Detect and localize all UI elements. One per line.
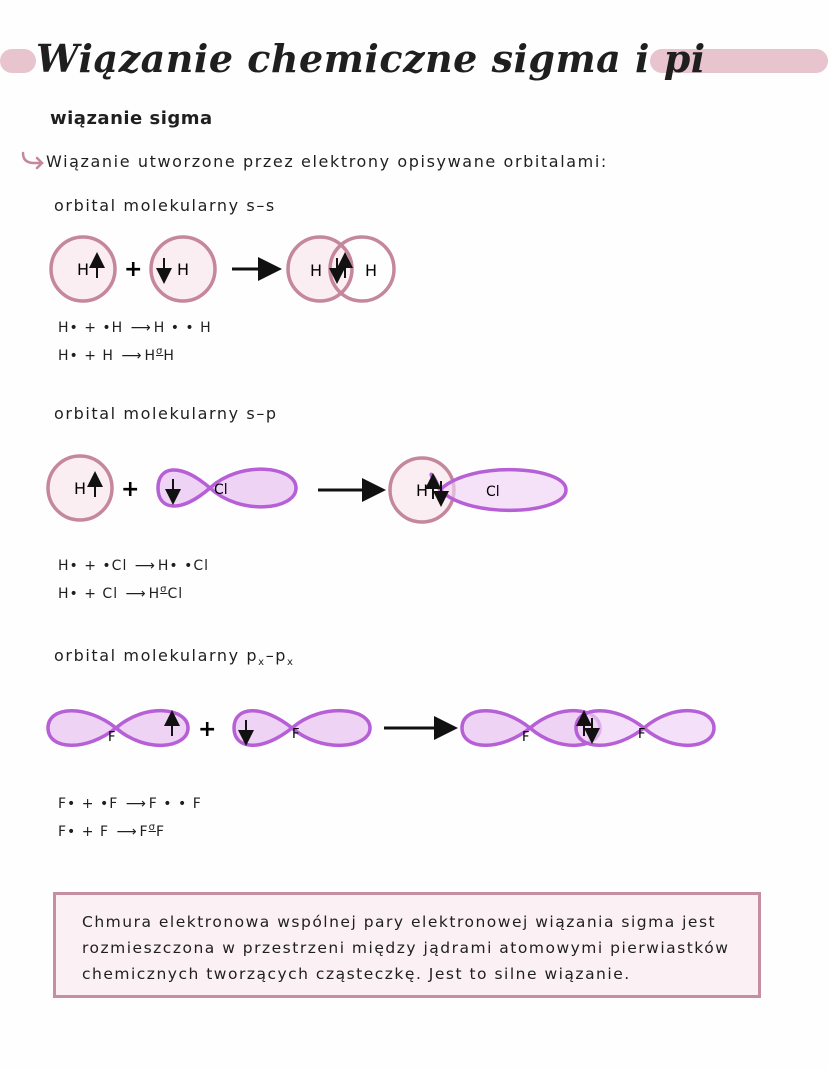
equation-ss-1: H• + •H ⟶H • • H [58,320,212,336]
equation-ss-2: H• + H ⟶HσH [58,346,175,364]
equation-pp-2: F• + F ⟶FσF [58,822,165,840]
p-orbital-cl [156,467,298,509]
section-heading-pp: orbital molekularny px–px [54,646,295,669]
atom-cl-label: Cl [214,482,228,498]
plus-sign: + [124,257,142,282]
equation-sp-1: H• + •Cl ⟶H• •Cl [58,558,210,574]
atom-h-label: H [416,481,428,500]
p-orbital-f1 [46,708,190,748]
diagram-pp: F + F F F [46,708,716,748]
atom-cl-label: Cl [486,484,500,500]
intro-text: Wiązanie utworzone przez elektrony opisy… [46,152,608,171]
equation-sp-2: H• + Cl ⟶HσCl [58,584,184,602]
title-bar-left [0,49,36,73]
diagram-sp: H + Cl H Cl [46,454,568,524]
page-title: Wiązanie chemiczne sigma i pi [36,36,706,81]
atom-f-label: F [522,730,529,745]
curved-arrow-icon [21,151,44,170]
section-heading-ss: orbital molekularny s–s [54,196,276,215]
title-bar-right [650,49,828,73]
atom-h-label: H [365,261,377,280]
plus-sign: + [121,477,139,502]
atom-h-label: H [74,479,86,498]
plus-sign: + [198,717,216,742]
equation-pp-1: F• + •F ⟶F • • F [58,796,202,812]
summary-note-text: Chmura elektronowa wspólnej pary elektro… [82,913,730,983]
atom-h-label: H [77,260,89,279]
section-subtitle: wiązanie sigma [50,108,213,129]
s-orbital-h2 [149,235,217,303]
diagram-ss: H + H H H [49,235,396,303]
atom-f-label: F [108,730,115,745]
atom-h-label: H [177,260,189,279]
atom-f-label: F [292,727,299,742]
section-heading-sp: orbital molekularny s–p [54,404,278,423]
atom-f-label: F [638,727,645,742]
atom-h-label: H [310,261,322,280]
summary-note-box: Chmura elektronowa wspólnej pary elektro… [53,892,761,998]
p-orbital-f2 [232,708,372,748]
